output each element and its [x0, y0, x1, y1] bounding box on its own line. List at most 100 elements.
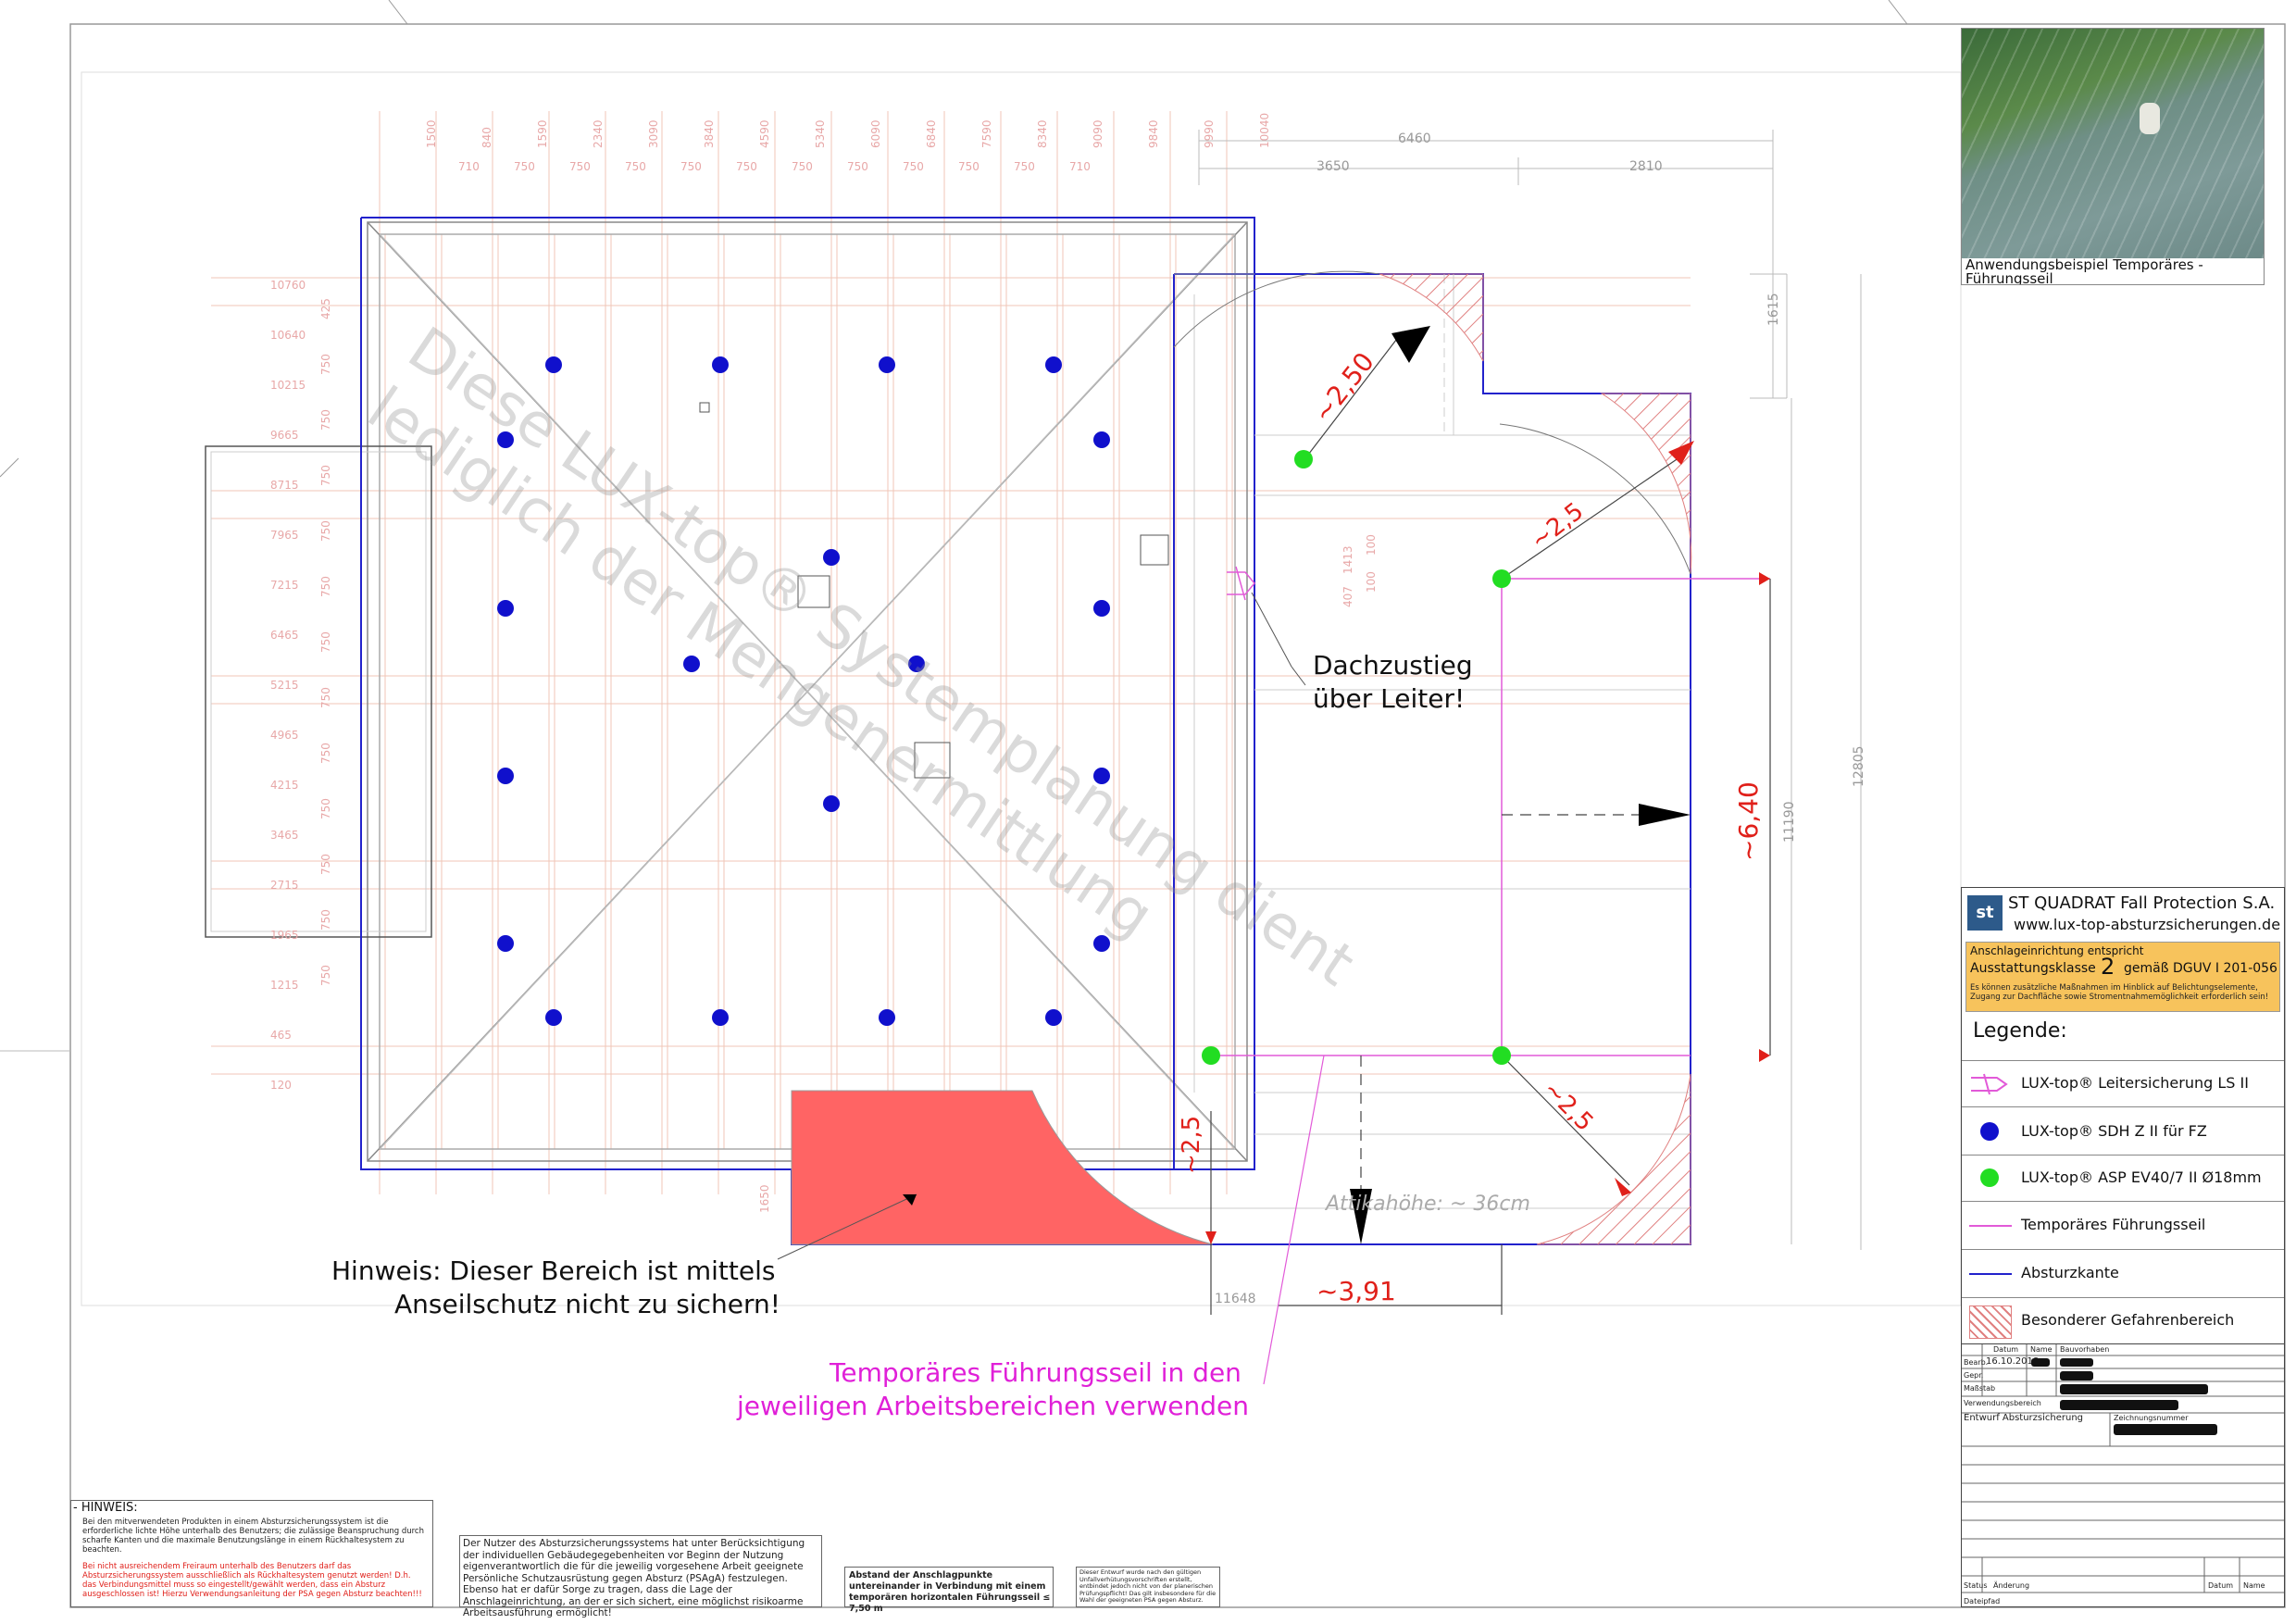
dachzustieg-label-1: Dachzustieg: [1313, 650, 1473, 681]
grid-pitch-left: 750: [319, 631, 332, 653]
dim-6-40: ~6,40: [1733, 781, 1764, 861]
dim-right-inner: 11190: [1782, 801, 1797, 843]
legend-panel: st ST QUADRAT Fall Protection S.A. www.l…: [1961, 887, 2285, 1607]
grid-dim-top: 1590: [536, 119, 549, 148]
grid-pitch-top: 750: [958, 160, 980, 173]
nutzer-box: Der Nutzer des Absturzsicherungssystems …: [459, 1535, 822, 1618]
grid-pitch-top: 750: [569, 160, 591, 173]
grid-dim-top: 4590: [758, 119, 771, 148]
legend-label: LUX-top® SDH Z II für FZ: [2021, 1122, 2207, 1140]
grid-dim-top: 10040: [1258, 113, 1271, 148]
asp-anchor: [1492, 1046, 1511, 1065]
title-block-grid: [1962, 1344, 2284, 1593]
dim-top-left: 3650: [1316, 159, 1350, 174]
grid-dim-top: 8340: [1036, 119, 1049, 148]
photo-caption: Anwendungsbeispiel Temporäres - Führungs…: [1965, 256, 2203, 285]
seil-label-2: jeweiligen Arbeitsbereichen verwenden: [737, 1391, 1249, 1421]
tb-name: Name: [2030, 1345, 2053, 1354]
redacted-block: [2060, 1400, 2178, 1410]
grid-dim-left: 1965: [270, 929, 299, 942]
company-name: ST QUADRAT Fall Protection S.A.: [2008, 893, 2276, 913]
grid-dim-left: 7215: [270, 579, 299, 592]
grid-dim-top: 3840: [703, 119, 716, 148]
hazard-zone-right: [1600, 393, 1692, 575]
arrow-right: [1639, 804, 1691, 826]
grid-dim-top: 6090: [869, 119, 882, 148]
tb-entwurf: Entwurf Absturzsicherung: [1964, 1413, 2084, 1423]
hinweis-red: Bei nicht ausreichendem Freiraum unterha…: [82, 1562, 422, 1599]
ladder-lock-icon: [1971, 1073, 2008, 1095]
grid-dim-left: 8715: [270, 479, 299, 492]
hinweis-box: - HINWEIS: Bei den mitverwendeten Produk…: [70, 1500, 433, 1607]
sdh-anchor: [497, 935, 514, 952]
grid-pitch-top: 750: [792, 160, 813, 173]
sdh-anchor: [712, 1009, 729, 1026]
asp-anchors: [1202, 450, 1511, 1065]
tb-bauvorhaben: Bauvorhaben: [2060, 1345, 2110, 1354]
entwurf-note-box: Dieser Entwurf wurde nach den gültigen U…: [1076, 1567, 1220, 1607]
legend-label: Temporäres Führungsseil: [2021, 1216, 2206, 1233]
grid-dim-top: 7590: [980, 119, 993, 148]
grid-dim-left: 7965: [270, 529, 299, 542]
temporary-ropes: [1211, 578, 1770, 1056]
grid-pitch-top: 750: [736, 160, 757, 173]
pink-rope-icon: [1969, 1225, 2012, 1227]
redacted-block: [2031, 1358, 2050, 1367]
sdh-anchor: [545, 1009, 562, 1026]
arrow-down: [1350, 1189, 1372, 1244]
attika-height: Attikahöhe: ~ 36cm: [1326, 1193, 1530, 1216]
grid-pitch-left: 750: [319, 354, 332, 375]
fall-edge-main: [360, 217, 1255, 1170]
company-url: www.lux-top-absturzsicherungen.de: [2014, 916, 2281, 933]
grid-dim-left: 6465: [270, 629, 299, 642]
tb-verwendung: Verwendungsbereich: [1964, 1399, 2041, 1407]
grid-dim-left: 10640: [270, 329, 306, 342]
grid-pitch-top: 710: [1069, 160, 1091, 173]
grid-dim-misc: 1413: [1341, 545, 1354, 574]
tb-zeichnungsnummer: Zeichnungsnummer: [2114, 1414, 2189, 1422]
legend-label: Absturzkante: [2021, 1264, 2119, 1281]
tb-name2: Name: [2243, 1581, 2265, 1590]
grid-pitch-top: 750: [680, 160, 702, 173]
sdh-anchor: [683, 656, 700, 672]
redacted-block: [2060, 1371, 2093, 1380]
sdh-anchor: [1093, 935, 1110, 952]
legend-label: Besonderer Gefahrenbereich: [2021, 1311, 2235, 1329]
grid-dim-left: 9665: [270, 429, 299, 442]
dim-2-5-left: ~2,5: [1178, 1115, 1205, 1174]
grid-dim-misc: 100: [1365, 534, 1378, 556]
dim-3-91: ~3,91: [1316, 1276, 1396, 1306]
legend-item-hazard: Besonderer Gefahrenbereich: [1962, 1297, 2284, 1343]
legend-item-edge: Absturzkante: [1962, 1249, 2284, 1297]
grid-dim-top: 1500: [425, 119, 438, 148]
grid-pitch-left: 750: [319, 409, 332, 431]
sheet-border: [69, 23, 2286, 1608]
class-box: Anschlageinrichtung entspricht Ausstattu…: [1965, 942, 2280, 1012]
hinweis-body: Bei den mitverwendeten Produkten in eine…: [82, 1518, 424, 1555]
sdh-anchor: [497, 431, 514, 448]
dim-bottom-left: 11648: [1215, 1292, 1256, 1306]
sdh-anchor: [1045, 1009, 1062, 1026]
grid-dim-top: 9840: [1147, 119, 1160, 148]
grid-pitch-left: 750: [319, 965, 332, 986]
sdh-anchor: [545, 356, 562, 373]
tb-datum: Datum: [1993, 1345, 2019, 1354]
blue-anchor-icon: [1980, 1122, 1999, 1141]
sdh-anchor: [879, 356, 895, 373]
grid-pitch-top: 750: [903, 160, 924, 173]
asp-anchor: [1202, 1046, 1220, 1065]
sdh-anchor: [712, 356, 729, 373]
sdh-anchor: [1045, 356, 1062, 373]
legend-label: LUX-top® ASP EV40/7 II Ø18mm: [2021, 1168, 2262, 1186]
sdh-anchor: [908, 656, 925, 672]
grid-dim-left: 10215: [270, 379, 306, 392]
dim-right-upper: 1615: [1766, 293, 1781, 326]
grid-pitch-top: 750: [514, 160, 535, 173]
tb-bearb: Bearb.: [1964, 1358, 1989, 1367]
hazard-zone-bottom-right: [1536, 1073, 1691, 1245]
tb-massstab: Maßstab: [1964, 1384, 1996, 1393]
sdh-anchor: [823, 549, 840, 566]
company-logo: st: [1967, 895, 2003, 931]
tb-datum2: Datum: [2208, 1581, 2234, 1590]
red-hazard-zone: [791, 1090, 1214, 1245]
